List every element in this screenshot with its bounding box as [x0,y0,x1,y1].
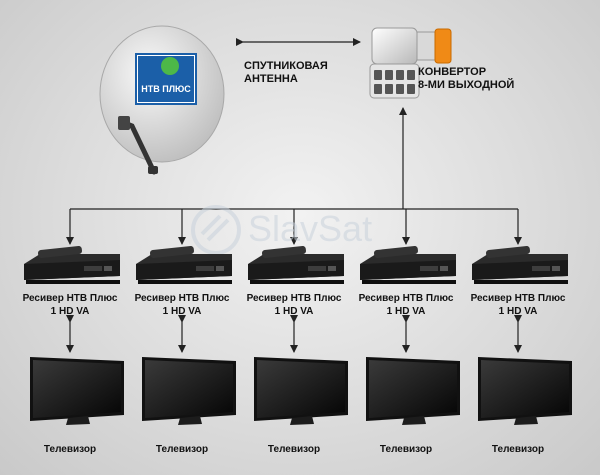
tv-2 [140,355,240,427]
dish-logo-text: НТВ ПЛЮС [141,84,191,94]
receiver-2 [132,246,237,288]
converter-label: КОНВЕРТОР 8-МИ ВЫХОДНОЙ [418,66,515,91]
receiver-label: Ресивер НТВ Плюс 1 HD VA [22,293,118,317]
tv-label: Телевизор [43,444,97,455]
tv-5 [476,355,576,427]
tv-4 [364,355,464,427]
tv-label: Телевизор [379,444,433,455]
receiver-3 [244,246,349,288]
receiver-label: Ресивер НТВ Плюс 1 HD VA [470,293,566,317]
receiver-label: Ресивер НТВ Плюс 1 HD VA [134,293,230,317]
antenna-label: СПУТНИКОВАЯ АНТЕННА [244,60,328,85]
receiver-5 [468,246,573,288]
satellite-dish: НТВ ПЛЮС [96,22,236,182]
lnb-converter [362,18,457,103]
tv-label: Телевизор [155,444,209,455]
receiver-label: Ресивер НТВ Плюс 1 HD VA [246,293,342,317]
receiver-1 [20,246,125,288]
tv-label: Телевизор [267,444,321,455]
receiver-label: Ресивер НТВ Плюс 1 HD VA [358,293,454,317]
tv-1 [28,355,128,427]
tv-label: Телевизор [491,444,545,455]
receiver-4 [356,246,461,288]
tv-3 [252,355,352,427]
